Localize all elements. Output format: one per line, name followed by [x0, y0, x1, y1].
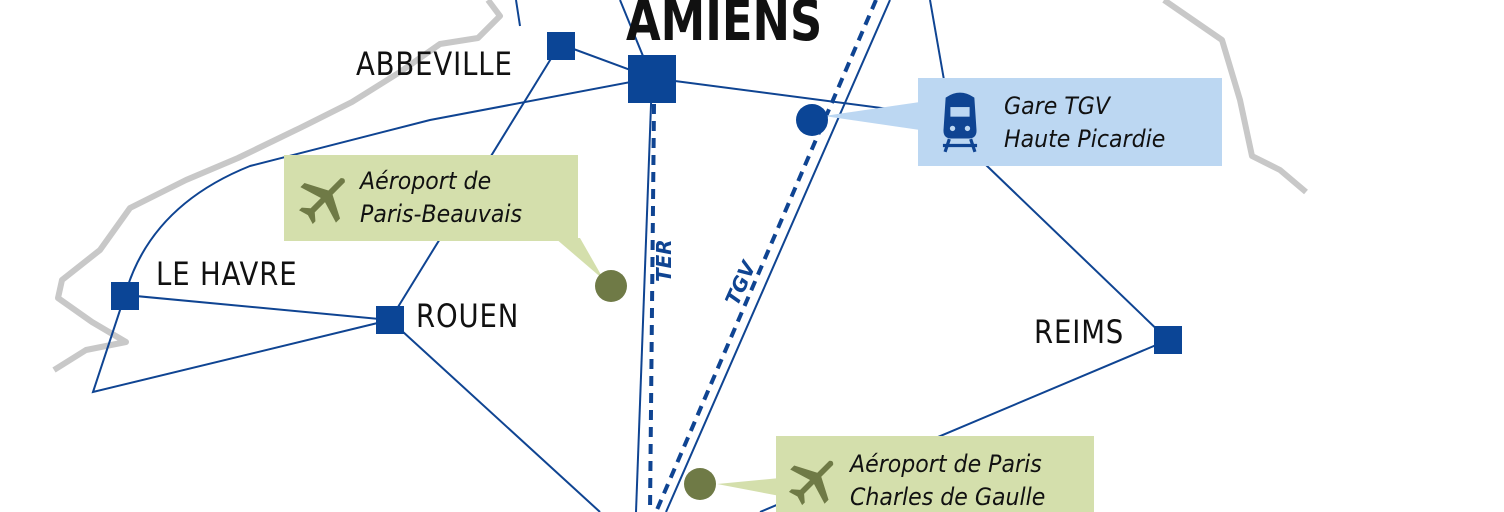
beauvais-airport-callout: Aéroport de Paris-Beauvais: [284, 155, 578, 241]
tgv-station-callout-text: Gare TGV Haute Picardie: [1004, 90, 1165, 156]
tgv-callout-pointer: [824, 102, 920, 130]
rouen-square: [376, 306, 404, 334]
cdg-callout-text: Aéroport de Paris Charles de Gaulle: [850, 448, 1045, 512]
ter-label: TER: [652, 239, 676, 282]
le-havre-square: [111, 282, 139, 310]
cdg-callout-pointer: [717, 478, 780, 496]
cdg-airport-dot: [684, 468, 716, 500]
ter-line: [648, 103, 656, 512]
tgv-station-callout: Gare TGV Haute Picardie: [918, 78, 1222, 166]
city-label-reims: REIMS: [1034, 313, 1125, 351]
tgv-line: [654, 0, 878, 512]
tgv-station-callout-line1: Gare TGV: [1004, 92, 1111, 120]
train-icon: [942, 92, 978, 153]
beauvais-callout-text: Aéroport de Paris-Beauvais: [360, 165, 522, 231]
cdg-callout-line1: Aéroport de Paris: [850, 450, 1042, 478]
tgv-station-dot: [796, 104, 828, 136]
abbeville-square: [547, 32, 575, 60]
airplane-icon: [788, 460, 834, 506]
beauvais-callout-pointer: [555, 238, 604, 280]
city-label-amiens: AMIENS: [626, 0, 823, 54]
cdg-callout-line2: Charles de Gaulle: [850, 483, 1046, 511]
reims-square: [1154, 326, 1182, 354]
beauvais-airport-dot: [595, 270, 627, 302]
beauvais-callout-line1: Aéroport de: [360, 167, 492, 195]
beauvais-callout-line2: Paris-Beauvais: [360, 200, 523, 228]
city-label-rouen: ROUEN: [416, 297, 520, 335]
region-border: [52, 0, 1308, 373]
city-label-abbeville: ABBEVILLE: [356, 45, 513, 83]
tgv-station-callout-line2: Haute Picardie: [1004, 125, 1166, 153]
airplane-icon: [299, 178, 345, 224]
amiens-square: [628, 55, 676, 103]
cdg-airport-callout: Aéroport de Paris Charles de Gaulle: [776, 436, 1094, 512]
dashed-lines: [648, 0, 878, 512]
city-label-le-havre: LE HAVRE: [156, 255, 298, 293]
